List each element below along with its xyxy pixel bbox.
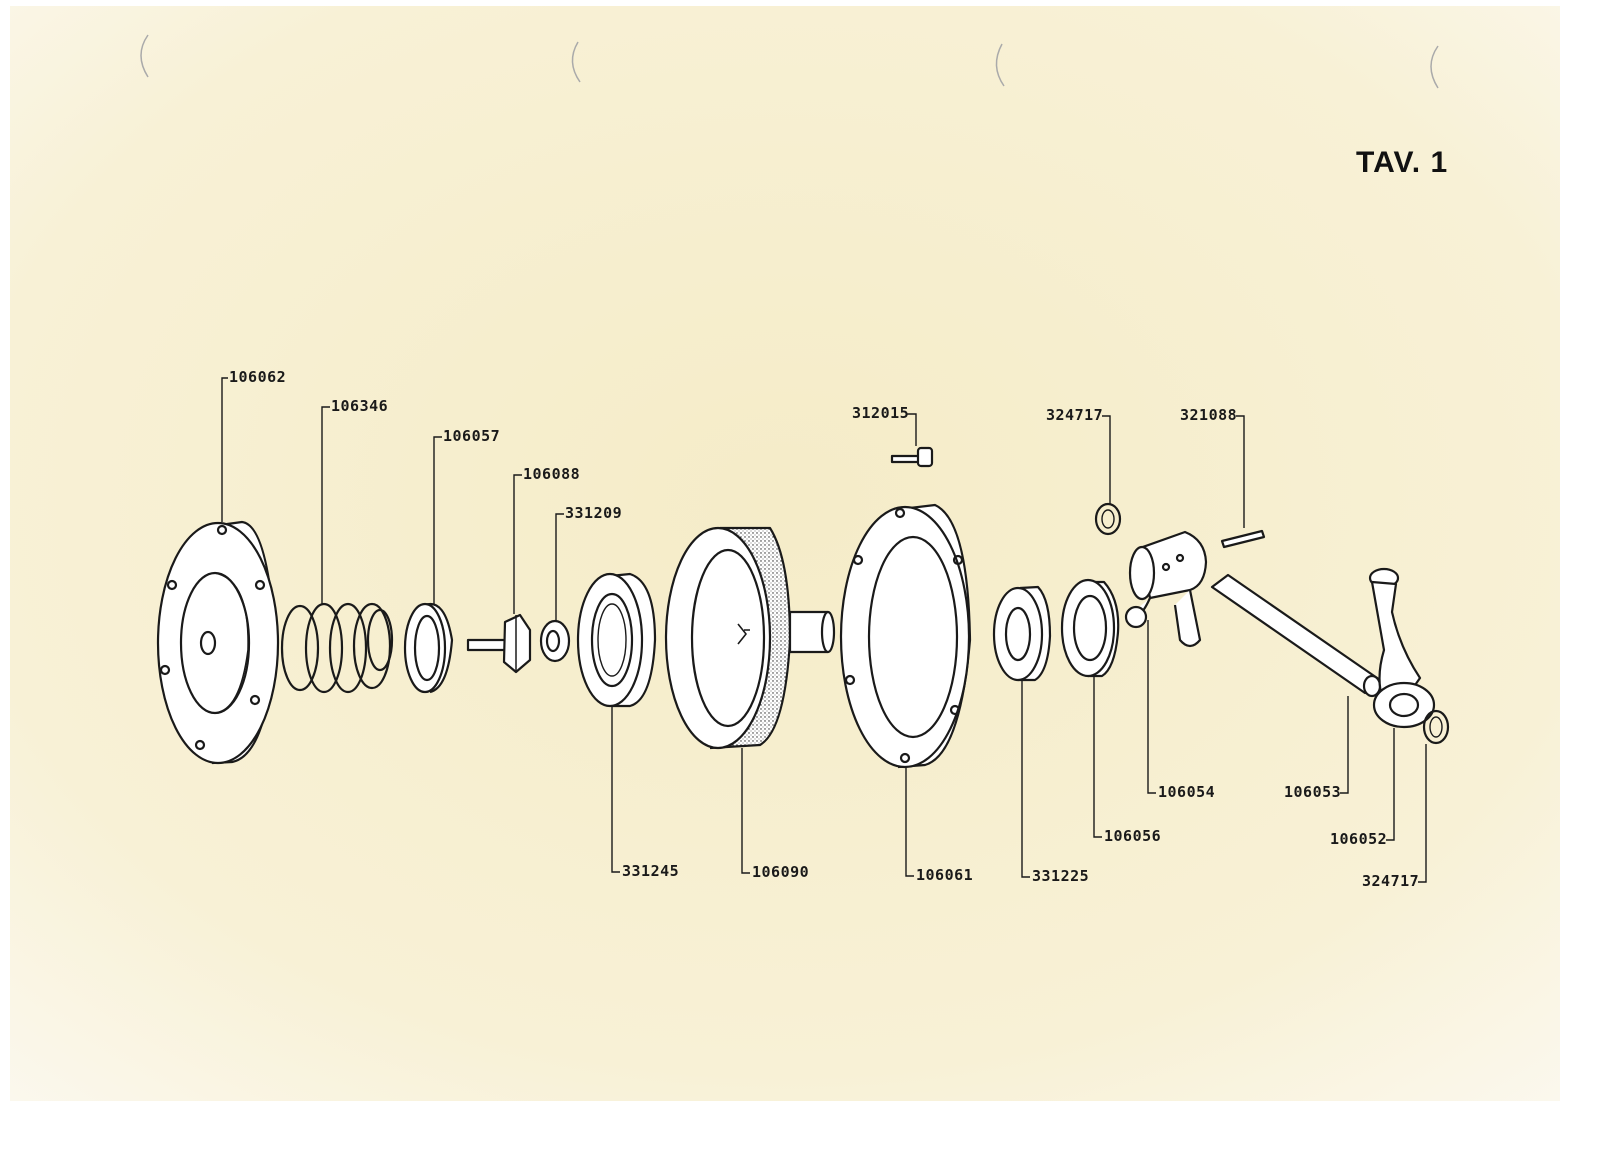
leader-331225 bbox=[1021, 680, 1030, 878]
punch-hole-mark bbox=[1430, 45, 1439, 89]
part-label-321088: 321088 bbox=[1180, 406, 1238, 424]
leader-106054 bbox=[1147, 620, 1156, 794]
leader-106090 bbox=[741, 748, 750, 874]
part-label-331245: 331245 bbox=[622, 862, 680, 880]
part-label-324717-top: 324717 bbox=[1046, 406, 1104, 424]
punch-hole-mark bbox=[140, 34, 149, 78]
part-label-312015: 312015 bbox=[852, 404, 910, 422]
part-housing-106061 bbox=[839, 503, 972, 769]
leader-106088 bbox=[513, 474, 522, 614]
part-small-bearing-331209 bbox=[539, 619, 571, 663]
part-label-106346: 106346 bbox=[331, 397, 389, 415]
part-label-106090: 106090 bbox=[752, 863, 810, 881]
part-label-106057: 106057 bbox=[443, 427, 501, 445]
part-label-106054: 106054 bbox=[1158, 783, 1216, 801]
part-screw-312015 bbox=[890, 446, 934, 468]
part-pin-321088 bbox=[1220, 529, 1266, 549]
part-label-106056: 106056 bbox=[1104, 827, 1162, 845]
part-ring-106056 bbox=[1060, 578, 1120, 678]
leader-106057 bbox=[433, 436, 442, 604]
punch-hole-mark bbox=[571, 41, 581, 83]
part-circlip-324717-bottom bbox=[1422, 709, 1450, 745]
part-bolt-106088 bbox=[466, 613, 532, 674]
part-bearing-331245 bbox=[576, 572, 657, 708]
part-drum-106090 bbox=[664, 526, 836, 750]
leader-106346 bbox=[321, 406, 330, 605]
punch-hole-mark bbox=[995, 43, 1005, 87]
leader-312015 bbox=[907, 413, 917, 446]
leader-106053 bbox=[1340, 696, 1349, 794]
part-lever-arm-106052 bbox=[1368, 567, 1436, 729]
plate-title: TAV. 1 bbox=[1356, 146, 1449, 179]
leader-lines bbox=[221, 377, 1427, 883]
leader-106052 bbox=[1386, 728, 1395, 841]
part-label-106052: 106052 bbox=[1330, 830, 1388, 848]
part-label-106061: 106061 bbox=[916, 866, 974, 884]
part-cup-106057 bbox=[403, 602, 454, 694]
part-circlip-324717-top bbox=[1094, 502, 1122, 536]
leader-324717-top bbox=[1102, 415, 1111, 504]
part-label-106053: 106053 bbox=[1284, 783, 1342, 801]
part-label-106088: 106088 bbox=[523, 465, 581, 483]
leader-321088 bbox=[1236, 415, 1245, 528]
part-cover-plate-106062 bbox=[156, 520, 280, 765]
paper-background bbox=[10, 6, 1560, 1101]
part-spring-106346 bbox=[280, 602, 394, 694]
leader-106056 bbox=[1093, 676, 1102, 838]
leader-324717-bottom bbox=[1418, 744, 1427, 883]
part-fork-lever-106054 bbox=[1124, 530, 1208, 648]
part-label-331209: 331209 bbox=[565, 504, 623, 522]
leader-331209 bbox=[555, 513, 564, 622]
part-label-106062: 106062 bbox=[229, 368, 287, 386]
part-bearing-331225 bbox=[992, 585, 1052, 682]
leader-106061 bbox=[905, 767, 914, 877]
leader-331245 bbox=[611, 706, 620, 873]
part-label-324717-bottom: 324717 bbox=[1362, 872, 1420, 890]
leader-106062 bbox=[221, 377, 228, 522]
part-label-331225: 331225 bbox=[1032, 867, 1090, 885]
